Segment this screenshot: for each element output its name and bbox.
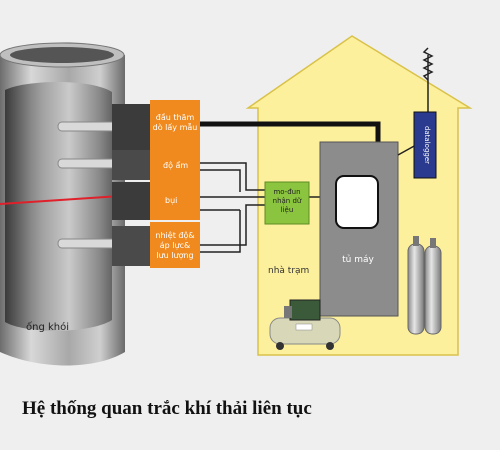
humidity-label: độ ẩm [163, 160, 188, 170]
dust-label: bụi [165, 196, 177, 206]
probe-rods [57, 121, 119, 249]
diagram-caption: Hệ thống quan trắc khí thải liên tục [22, 398, 312, 419]
gas-cylinders [407, 236, 442, 335]
air-compressor [269, 299, 341, 350]
humidity-box: độ ẩm [150, 150, 200, 180]
datalogger-label: datalogger [423, 126, 431, 164]
sampling-line [200, 121, 381, 142]
temp-pressure-flow-box: nhiệt độ&áp lực&lưu lượng [150, 222, 200, 268]
roof-vent [422, 47, 434, 112]
dust-box: bụi [150, 180, 200, 220]
temp-pressure-flow-label: nhiệt độ&áp lực&lưu lượng [155, 230, 194, 260]
chimney [0, 42, 125, 366]
chimney-label: ống khói [26, 321, 69, 333]
datalogger: datalogger [397, 111, 437, 179]
sensor-mounts [112, 104, 152, 266]
station-label: nhà trạm [268, 266, 309, 276]
signal-wires [200, 162, 266, 253]
cabinet-label: tủ máy [342, 254, 374, 265]
analyzer-cabinet: tủ máy [319, 141, 399, 317]
